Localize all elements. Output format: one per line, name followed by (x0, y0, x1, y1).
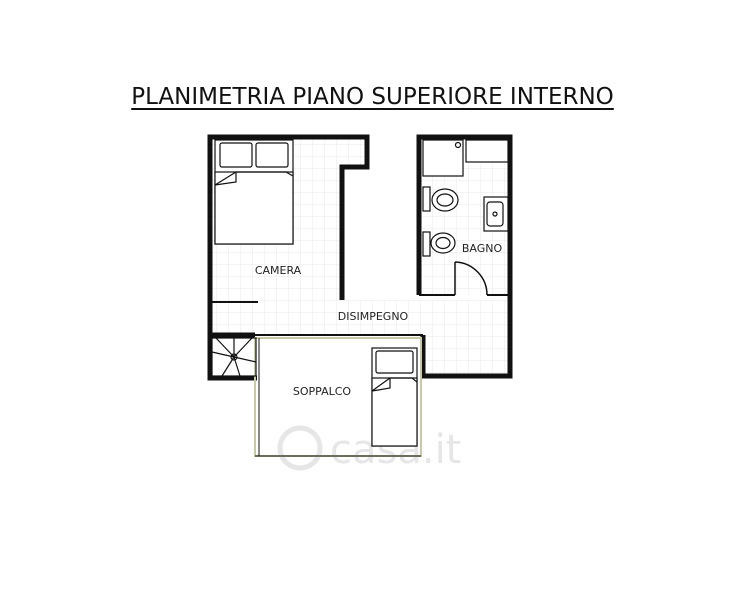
bidet-icon (422, 186, 459, 212)
watermark: casa.it (277, 425, 461, 473)
single-bed-icon (371, 347, 418, 447)
spiral-stair (211, 337, 257, 377)
room-label-bagno: BAGNO (462, 242, 503, 255)
walls (207, 134, 513, 381)
sink-icon (483, 196, 509, 232)
room-label-soppalco: SOPPALCO (293, 385, 352, 398)
toilet-icon (422, 231, 456, 257)
bagno-door (454, 261, 488, 296)
room-label-disimpegno: DISIMPEGNO (338, 310, 409, 323)
double-bed-icon (214, 139, 294, 245)
wall-camera (207, 134, 370, 300)
wall-stair (207, 335, 257, 381)
soppalco-outline (254, 337, 422, 457)
wall-bagno (416, 134, 513, 300)
room-label-camera: CAMERA (255, 264, 302, 277)
wall-disimpegno-right (420, 300, 513, 379)
plan-title: PLANIMETRIA PIANO SUPERIORE INTERNO (131, 84, 614, 110)
shower-icon (422, 139, 509, 177)
